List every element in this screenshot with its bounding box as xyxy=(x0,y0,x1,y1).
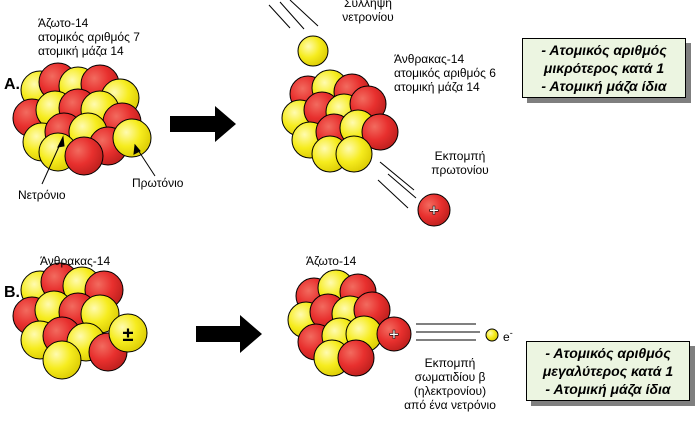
result-b-line2: μεγαλύτερος κατά 1 xyxy=(542,363,674,379)
carbon14-title: Άνθρακας-14 xyxy=(394,52,465,66)
result-a-line2: μικρότερος κατά 1 xyxy=(543,60,665,76)
result-box-b: - Ατομικός αριθμός μεγαλύτερος κατά 1 - … xyxy=(526,341,690,401)
nitrogen14-product-nucleus xyxy=(287,269,412,377)
electron-icon: e- xyxy=(485,328,513,344)
electron-superscript: - xyxy=(510,328,513,338)
result-b-line3: - Ατομική μάζα ίδια xyxy=(545,381,671,397)
proton-emission-trail xyxy=(377,161,417,209)
capture-line1: Σύλληψη xyxy=(344,0,392,10)
beta-emission-line4: από ένα νετρόνιο xyxy=(404,398,496,412)
carbon14-nucleus xyxy=(281,69,399,173)
result-box-a: - Ατομικός αριθμός μικρότερος κατά 1 - Α… xyxy=(522,38,686,98)
result-a-line1: - Ατομικός αριθμός xyxy=(541,42,667,58)
result-b-line1: - Ατομικός αριθμός xyxy=(545,345,671,361)
electron-label: e xyxy=(503,330,510,344)
pointer-lines xyxy=(41,135,156,185)
right-arrow-icon xyxy=(170,106,236,142)
plus-minus-sign-icon: ± xyxy=(123,324,134,346)
nitrogen14-title: Άζωτο-14 xyxy=(38,16,89,30)
decaying-neutron xyxy=(108,313,148,353)
proton-emission-line2: πρωτονίου xyxy=(431,163,489,177)
proton-particle xyxy=(112,118,152,158)
section-a-letter: A. xyxy=(4,76,20,93)
beta-emission-label: Εκπομπή σωματιδίου β (ηλεκτρονίου) από έ… xyxy=(390,356,510,412)
beta-emission-line1: Εκπομπή xyxy=(424,356,476,370)
proton-emission-line1: Εκπομπή xyxy=(434,149,486,163)
carbon14-label: Άνθρακας-14 ατομικός αριθμός 6 ατομική μ… xyxy=(394,52,496,94)
nitrogen14-atomic-number: ατομικός αριθμός 7 xyxy=(38,30,140,44)
neutron-capture-trail xyxy=(268,0,319,30)
nitrogen14-product-title: Άζωτο-14 xyxy=(306,254,357,268)
plus-sign-icon: + xyxy=(389,325,399,344)
svg-text:e-: e- xyxy=(503,328,513,344)
new-proton xyxy=(376,316,412,352)
nitrogen14-nucleus xyxy=(12,62,152,176)
result-a-line3: - Ατομική μάζα ίδια xyxy=(541,78,667,94)
nitrogen14-atomic-mass: ατομική μάζα 14 xyxy=(38,44,124,58)
capture-line2: νετρονίου xyxy=(342,10,394,24)
carbon14-atomic-mass: ατομική μάζα 14 xyxy=(394,80,480,94)
electron-emission-trail xyxy=(416,323,480,341)
captured-neutron xyxy=(297,35,329,67)
neutron-capture-label: Σύλληψη νετρονίου xyxy=(328,0,408,24)
beta-emission-line2: σωματιδίου β xyxy=(414,370,486,384)
carbon14-atomic-number: ατομικός αριθμός 6 xyxy=(394,66,496,80)
proton-label: Πρωτόνιο xyxy=(132,176,184,190)
right-arrow-icon xyxy=(196,315,262,353)
emitted-proton xyxy=(417,193,451,227)
beta-emission-line3: (ηλεκτρονίου) xyxy=(413,384,487,398)
carbon14-start-title: Άνθρακας-14 xyxy=(40,254,111,268)
nitrogen14-label: Άζωτο-14 ατομικός αριθμός 7 ατομική μάζα… xyxy=(38,16,140,58)
plus-sign-icon: + xyxy=(429,201,439,220)
proton-emission-label: Εκπομπή πρωτονίου xyxy=(420,149,500,177)
carbon14-start-nucleus xyxy=(12,262,148,380)
section-b-letter: B. xyxy=(4,284,20,301)
neutron-label: Νετρόνιο xyxy=(18,188,66,202)
